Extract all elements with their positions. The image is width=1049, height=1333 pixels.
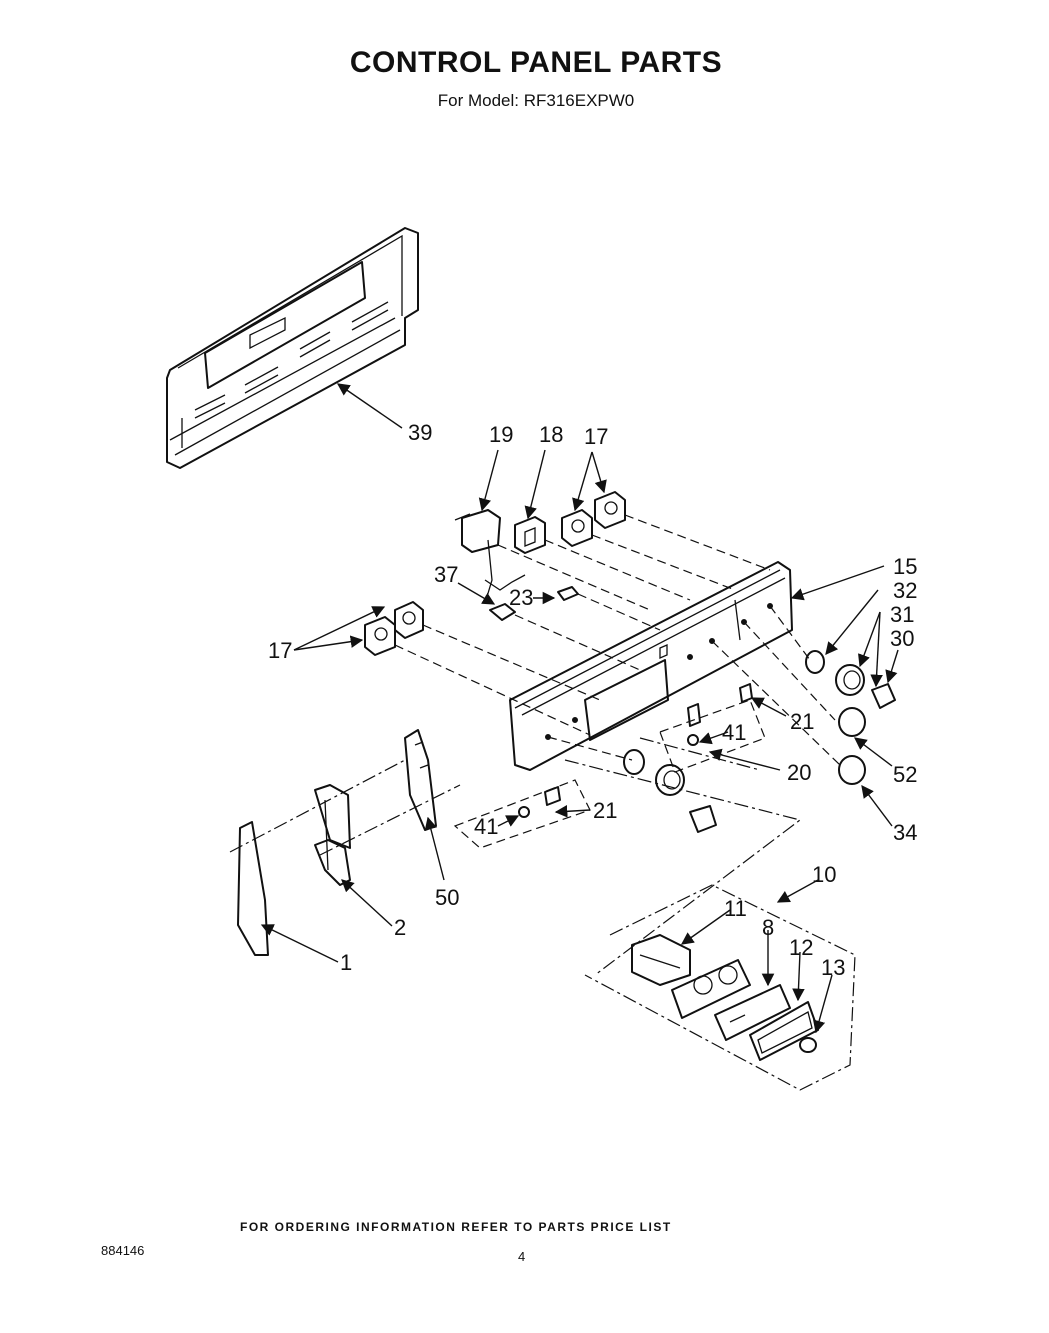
callout-30: 30 <box>890 626 914 651</box>
wire-clip-part-37 <box>484 574 526 621</box>
callout-leaders <box>260 383 899 1034</box>
infinite-switch-part-17-lower <box>364 601 424 656</box>
control-panel-part-15 <box>509 561 793 771</box>
bracket-part-50 <box>404 729 437 831</box>
callout-41-right: 41 <box>722 720 746 745</box>
callout-20: 20 <box>787 760 811 785</box>
end-cap-part-2 <box>314 784 351 886</box>
callout-21-right: 21 <box>790 709 814 734</box>
infinite-switch-part-17-upper <box>561 491 626 547</box>
callout-labels: 39 19 18 17 15 32 31 30 37 23 17 21 41 2… <box>268 420 917 980</box>
page-number: 4 <box>518 1249 526 1264</box>
assembly-guide-lines <box>394 514 771 736</box>
callout-2: 2 <box>394 915 406 940</box>
switch-part-18 <box>514 516 546 554</box>
page-title: CONTROL PANEL PARTS <box>349 46 723 79</box>
callout-10: 10 <box>812 862 836 887</box>
ordering-information-note: FOR ORDERING INFORMATION REFER TO PARTS … <box>240 1220 672 1234</box>
callout-31: 31 <box>890 602 914 627</box>
callout-34: 34 <box>893 820 917 845</box>
callout-19: 19 <box>489 422 513 447</box>
callout-12: 12 <box>789 935 813 960</box>
callout-23: 23 <box>509 585 533 610</box>
callout-1: 1 <box>340 950 352 975</box>
model-subtitle: For Model: RF316EXPW0 <box>437 91 635 110</box>
callout-11: 11 <box>724 896 747 921</box>
rear-panel-part-39 <box>166 227 419 469</box>
thermostat-part-19 <box>454 509 501 601</box>
callout-15: 15 <box>893 554 917 579</box>
connector-part-23 <box>557 586 579 601</box>
callout-37: 37 <box>434 562 458 587</box>
knob-assembly-right <box>711 605 896 785</box>
callout-8: 8 <box>762 915 774 940</box>
callout-17-upper: 17 <box>584 424 608 449</box>
knob-assembly-left <box>547 736 717 833</box>
callout-32: 32 <box>893 578 917 603</box>
indicator-light-part-21-right <box>659 683 766 773</box>
callout-18: 18 <box>539 422 563 447</box>
bracket-guide-lines <box>564 737 802 976</box>
callout-41-left: 41 <box>474 814 498 839</box>
document-number: 884146 <box>101 1243 145 1258</box>
callout-52: 52 <box>893 762 917 787</box>
callout-21-left: 21 <box>593 798 617 823</box>
callout-39: 39 <box>408 420 432 445</box>
callout-17-lower: 17 <box>268 638 292 663</box>
end-trim-part-1 <box>229 759 461 956</box>
callout-50: 50 <box>435 885 459 910</box>
callout-13: 13 <box>821 955 845 980</box>
clock-assembly-part-10 <box>584 884 856 1091</box>
